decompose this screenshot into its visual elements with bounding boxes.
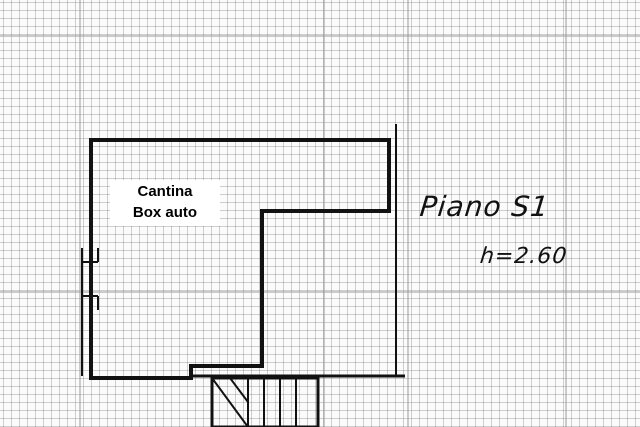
room-label: Cantina Box auto — [110, 180, 220, 226]
left-wall-opening — [81, 248, 99, 376]
room-label-line1: Cantina — [137, 183, 193, 200]
floor-name: Piano S1 — [418, 190, 551, 223]
room-label-line2: Box auto — [132, 204, 198, 221]
staircase — [210, 376, 320, 427]
floor-height: h=2.60 — [478, 244, 569, 269]
room-walls — [89, 138, 391, 380]
